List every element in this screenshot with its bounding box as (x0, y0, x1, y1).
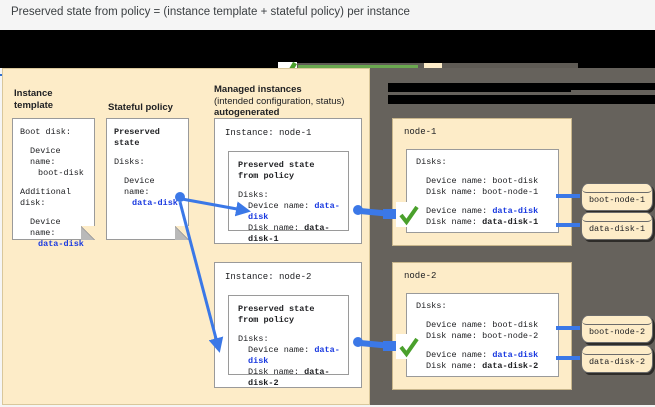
node-title: node-2 (404, 271, 437, 281)
additional-disk-label-2: disk: (20, 198, 46, 208)
stateful-policy-card: Preserved state Disks: Device name: data… (106, 118, 189, 240)
disk-connector-data-disk-1 (556, 223, 580, 227)
page-fold-icon (175, 226, 189, 240)
disk-name-label: Disk name: (426, 361, 478, 371)
connector-square-node-1 (383, 209, 397, 219)
instance-template-card: Boot disk: Device name: boot-disk Additi… (12, 118, 95, 249)
preserved-state-box: Preserved state from policy Disks: Devic… (228, 151, 349, 244)
page-fold-icon (81, 226, 95, 240)
disks-label: Disks: (416, 157, 447, 167)
device-name-value: data-disk (132, 198, 178, 208)
redaction-bar-1 (388, 83, 571, 92)
spacer (416, 312, 558, 320)
heading-line: template (14, 99, 54, 111)
green-check-icon (396, 202, 421, 227)
disks-label: Disks: (238, 190, 269, 200)
spacer (238, 182, 348, 190)
redaction-bar-2 (388, 95, 655, 104)
connector-square-node-2 (383, 341, 397, 351)
spacer (20, 138, 87, 146)
spacer (20, 209, 87, 217)
node-disks-box: Disks: Device name: boot-disk Disk name:… (406, 149, 559, 233)
preserved-state-label-2: from policy (238, 315, 295, 325)
heading-stateful-policy: Stateful policy (108, 102, 173, 113)
disk-name-label: Disk name: (426, 217, 478, 227)
device-name-label: Device name: (248, 201, 310, 211)
managed-instance-node-1: Instance: node-1 Preserved state from po… (214, 118, 362, 244)
spacer (114, 168, 181, 176)
device-name-value: boot-disk (38, 168, 84, 178)
spacer (238, 326, 348, 334)
device-name-value: data-disk (248, 345, 340, 366)
boot-disk-line: Disk name: boot-node-2 (426, 331, 539, 341)
additional-disk-label: Additional (20, 187, 72, 197)
heading-line: Instance (14, 88, 53, 99)
device-name-label: Device name: (30, 146, 61, 167)
device-name-label: Device name: (426, 206, 488, 216)
boot-device-line: Device name: boot-disk (426, 176, 539, 186)
preserved-state-label-2: state (114, 138, 140, 148)
disk-cylinder-boot-node-2: boot-node-2 (581, 315, 653, 343)
heading-managed-instances: Managed instances (intended configuratio… (214, 84, 364, 119)
spacer (20, 179, 87, 187)
green-check-icon (396, 334, 421, 359)
disk-name-value: data-disk-1 (482, 217, 539, 227)
boot-device-line: Device name: boot-disk (426, 320, 539, 330)
node-title: node-1 (404, 127, 437, 137)
disk-connector-boot-node-1 (556, 194, 580, 198)
disks-label: Disks: (238, 334, 269, 344)
page-title: Preserved state from policy = (instance … (11, 6, 410, 18)
preserved-state-label: Preserved state (238, 160, 315, 170)
disk-label: boot-node-1 (588, 195, 646, 205)
node-card-node-2: node-2 Disks: Device name: boot-disk Dis… (392, 262, 572, 390)
device-name-label: Device name: (30, 217, 61, 238)
device-name-value: data-disk (492, 350, 539, 360)
spacer (114, 149, 181, 157)
disk-connector-boot-node-2 (556, 326, 580, 330)
disks-label: Disks: (114, 157, 145, 167)
disk-cylinder-data-disk-2: data-disk-2 (581, 345, 653, 373)
device-name-label: Device name: (124, 176, 155, 197)
preserved-state-label: Preserved (114, 127, 160, 137)
preserved-state-label: Preserved state (238, 304, 315, 314)
instance-title: Instance: node-1 (225, 128, 312, 138)
disk-name-value: data-disk-2 (248, 367, 330, 388)
node-disks-box: Disks: Device name: boot-disk Disk name:… (406, 293, 559, 377)
disk-name-value: data-disk-1 (248, 223, 330, 244)
device-name-value: data-disk (492, 206, 539, 216)
disk-label: data-disk-1 (588, 224, 646, 234)
boot-disk-line: Disk name: boot-node-1 (426, 187, 539, 197)
disk-label: boot-node-2 (588, 327, 646, 337)
device-name-label: Device name: (426, 350, 488, 360)
top-banner (0, 30, 655, 91)
preserved-state-label-2: from policy (238, 171, 295, 181)
instance-title: Instance: node-2 (225, 272, 312, 282)
preserved-state-box: Preserved state from policy Disks: Devic… (228, 295, 349, 388)
heading-line: Managed instances (214, 84, 302, 95)
disk-name-value: data-disk-2 (482, 361, 539, 371)
redaction-bar-3 (565, 83, 655, 90)
spacer (416, 168, 558, 176)
disks-label: Disks: (416, 301, 447, 311)
disk-name-label: Disk name: (248, 223, 300, 233)
spacer (416, 342, 558, 350)
node-card-node-1: node-1 Disks: Device name: boot-disk Dis… (392, 118, 572, 246)
disk-name-label: Disk name: (248, 367, 300, 377)
disk-label: data-disk-2 (588, 357, 646, 367)
device-name-value: data-disk (248, 201, 340, 222)
managed-instance-node-2: Instance: node-2 Preserved state from po… (214, 262, 362, 388)
disk-cylinder-boot-node-1: boot-node-1 (581, 183, 653, 211)
device-name-label: Device name: (248, 345, 310, 355)
heading-line: (intended configuration, status) (214, 95, 345, 107)
disk-connector-data-disk-2 (556, 356, 580, 360)
spacer (416, 198, 558, 206)
device-name-value: data-disk (38, 239, 84, 249)
boot-disk-label: Boot disk: (20, 127, 72, 137)
heading-line: autogenerated (214, 107, 280, 118)
banner-green-bar-1 (298, 65, 418, 70)
disk-cylinder-data-disk-1: data-disk-1 (581, 212, 653, 240)
heading-instance-template: Instance template (14, 88, 99, 111)
